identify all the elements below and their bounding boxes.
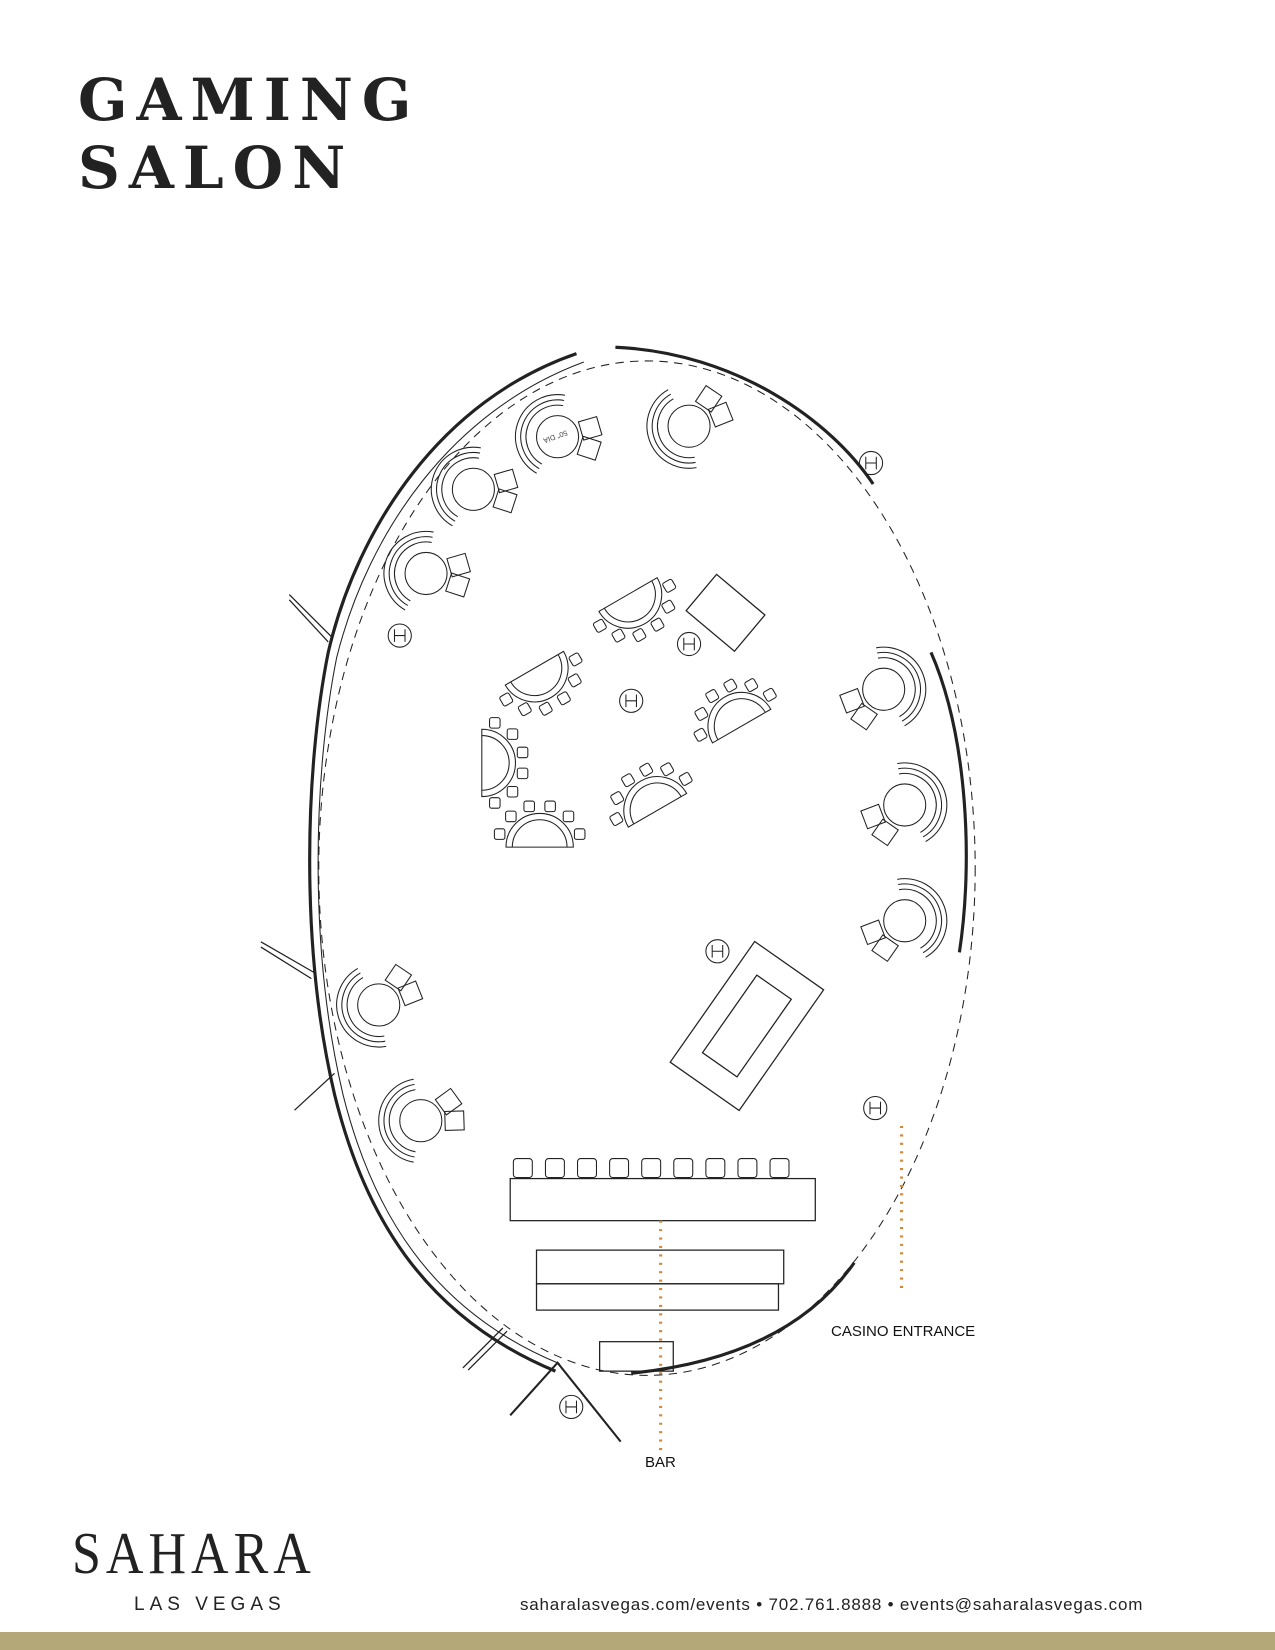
gaming-table bbox=[481, 717, 529, 809]
logo-subtitle: LAS VEGAS bbox=[134, 1594, 286, 1615]
round-table bbox=[860, 762, 948, 847]
h-symbol-icon bbox=[619, 688, 644, 713]
bar-stools bbox=[512, 1158, 790, 1179]
gaming-table bbox=[609, 762, 693, 828]
callout-lines bbox=[659, 1125, 904, 1451]
round-table bbox=[839, 646, 927, 731]
h-symbol-icon bbox=[858, 450, 884, 476]
h-symbol-icon bbox=[863, 1095, 888, 1121]
right-wall bbox=[615, 345, 875, 485]
gaming-table bbox=[592, 576, 677, 643]
contact-info: saharalasvegas.com/events • 702.761.8888… bbox=[520, 1595, 1144, 1614]
round-table bbox=[514, 394, 603, 474]
right-wall-2 bbox=[929, 651, 968, 953]
round-table bbox=[430, 446, 519, 527]
title-line-2: SALON bbox=[78, 134, 355, 202]
footer-band bbox=[0, 1632, 1275, 1650]
h-symbol-icon bbox=[387, 623, 412, 648]
round-table bbox=[336, 963, 424, 1048]
room-boundary-dashed bbox=[318, 360, 976, 1376]
entry-wall bbox=[509, 1361, 622, 1443]
h-symbol-icon bbox=[705, 939, 730, 964]
door-left-upper bbox=[288, 594, 332, 643]
door-left-middle bbox=[260, 941, 335, 1111]
round-table bbox=[646, 384, 734, 469]
gaming-table bbox=[493, 800, 586, 848]
round-table bbox=[860, 878, 948, 963]
door-left-lower bbox=[462, 1327, 508, 1371]
h-symbol-icon bbox=[559, 1394, 584, 1420]
sahara-logo: SAHARA bbox=[72, 1521, 316, 1587]
gaming-table bbox=[693, 678, 777, 744]
bar-label: BAR bbox=[645, 1454, 676, 1471]
round-table bbox=[378, 1078, 465, 1163]
gaming-table bbox=[499, 650, 583, 717]
craps-table bbox=[669, 940, 825, 1112]
rect-table bbox=[685, 573, 766, 653]
h-symbol-icon bbox=[676, 631, 702, 657]
outer-wall bbox=[308, 352, 577, 1373]
title-line-1: GAMING bbox=[78, 66, 421, 134]
outer-wall-inner bbox=[317, 361, 585, 1365]
bottom-right-wall bbox=[631, 1261, 856, 1375]
round-table bbox=[383, 530, 472, 611]
table-dia-label: 50" DIA bbox=[542, 428, 569, 445]
bar-area bbox=[509, 1177, 816, 1372]
casino-entrance-label: CASINO ENTRANCE bbox=[831, 1323, 976, 1340]
